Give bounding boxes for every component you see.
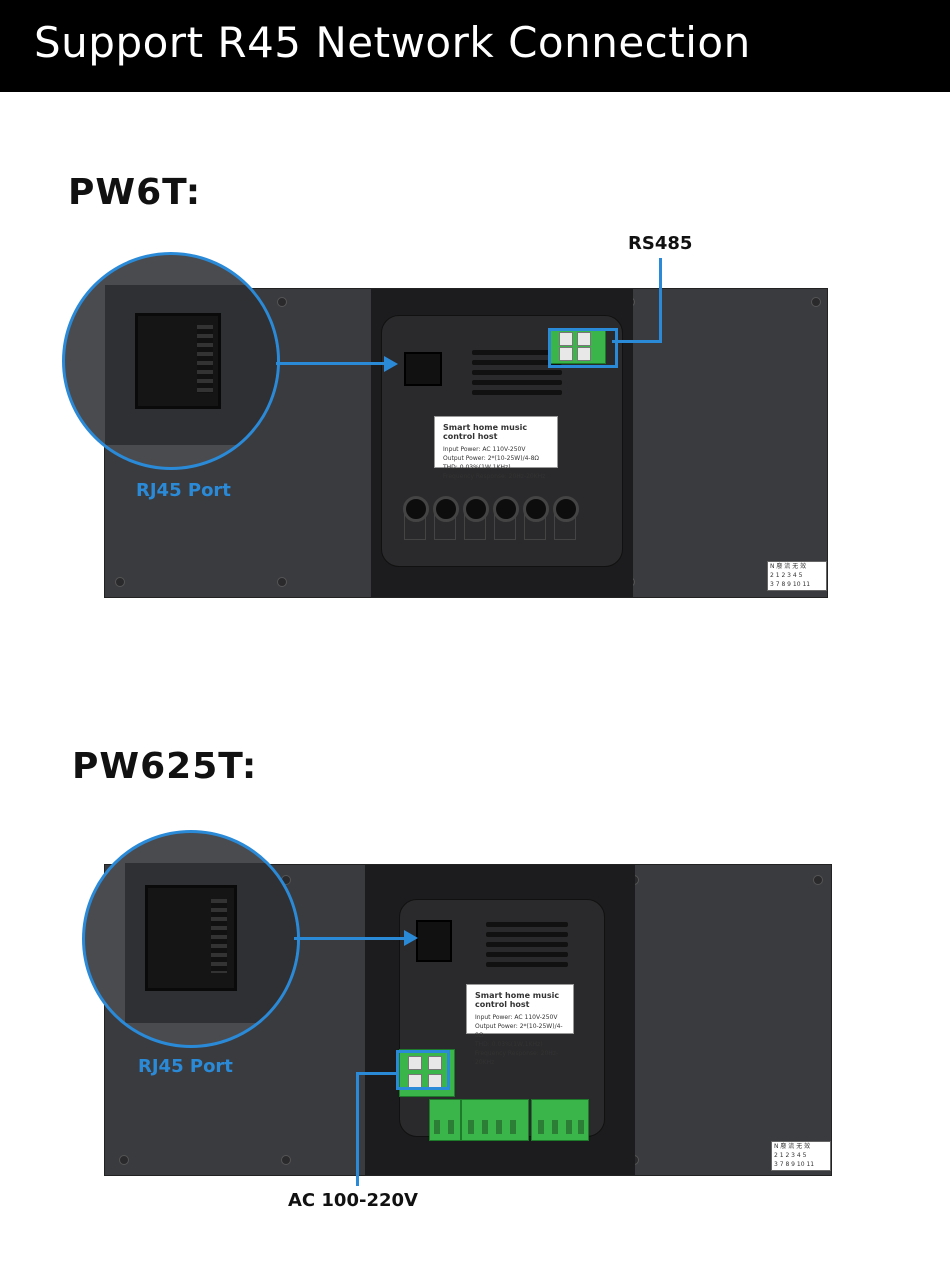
vent-slot: [486, 962, 568, 967]
pw6t-spec-sticker: Smart home music control host Input Powe…: [434, 416, 558, 480]
speaker-jack: [553, 496, 579, 522]
terminal-slot: [510, 1120, 516, 1134]
pw625t-ac-line: [356, 1072, 359, 1186]
vent-slot: [486, 922, 568, 927]
screw: [277, 297, 287, 307]
pw625t-speaker-terminal: [461, 1099, 529, 1141]
pw625t-ac-label: AC 100-220V: [288, 1190, 418, 1211]
sticker-title: Smart home music control host: [443, 423, 528, 441]
sticker-title: Smart home music control host: [475, 991, 560, 1009]
terminal-slot: [566, 1120, 572, 1134]
terminal-screw: [408, 1056, 422, 1070]
sticker-line: THD: 0.03%(1W,1KHz): [475, 1041, 543, 1048]
tag-row: 2 1 2 3 4 5: [774, 1152, 807, 1159]
pw6t-back-box: Smart home music control host Input Powe…: [371, 289, 633, 597]
tag-row: N 廢 流 无 效: [770, 563, 807, 570]
pw625t-model-tag: N 廢 流 无 效 2 1 2 3 4 5 3 7 8 9 10 11: [771, 1141, 831, 1171]
pw6t-device: Smart home music control host Input Powe…: [104, 288, 828, 598]
pw625t-rj45-label: RJ45 Port: [138, 1056, 233, 1077]
vent-slot: [472, 360, 562, 365]
pw6t-rs485-highlight: [548, 328, 618, 368]
pw6t-rj45-label: RJ45 Port: [136, 480, 231, 501]
screw: [119, 1155, 129, 1165]
terminal-screw: [559, 332, 573, 346]
tag-row: 2 1 2 3 4 5: [770, 572, 803, 579]
screw: [115, 577, 125, 587]
terminal-slot: [496, 1120, 502, 1134]
pw6t-housing: Smart home music control host Input Powe…: [381, 315, 623, 567]
vent-slot: [486, 952, 568, 957]
terminal-screw: [577, 347, 591, 361]
pw625t-rj45-socket: [416, 920, 452, 962]
vent-slot: [472, 390, 562, 395]
screw: [281, 1155, 291, 1165]
terminal-screw: [428, 1056, 442, 1070]
speaker-jack: [493, 496, 519, 522]
pw625t-speaker-terminal: [429, 1099, 461, 1141]
pw625t-housing: Smart home music control host Input Powe…: [399, 899, 605, 1137]
speaker-jack: [403, 496, 429, 522]
sticker-line: Output Power: 2*(10-25W)/4-8Ω: [475, 1023, 563, 1039]
terminal-slot: [538, 1120, 544, 1134]
terminal-screw: [577, 332, 591, 346]
pw625t-ac-highlight: [396, 1050, 450, 1090]
zoom-rj45-pins: [211, 899, 227, 973]
sticker-line: Input Power: AC 110V-250V: [475, 1014, 558, 1021]
pw6t-rs485-line: [659, 258, 662, 343]
screw: [813, 875, 823, 885]
terminal-screw: [559, 347, 573, 361]
sticker-line: THD: 0.03%(1W,1KHz): [443, 464, 511, 471]
arrow-head-icon: [404, 930, 418, 946]
sticker-line: Output Power: 2*(10-25W)/4-8Ω: [443, 455, 539, 462]
speaker-jack: [463, 496, 489, 522]
terminal-slot: [434, 1120, 440, 1134]
pw625t-spec-sticker: Smart home music control host Input Powe…: [466, 984, 574, 1066]
pw625t-rj45-zoom: [82, 830, 300, 1048]
sticker-line: Input Power: AC 110V-250V: [443, 446, 526, 453]
pw625t-rj45-arrow-line: [294, 937, 406, 940]
vent-slot: [472, 380, 562, 385]
pw625t-speaker-terminal: [531, 1099, 589, 1141]
pw6t-rs485-label: RS485: [628, 233, 693, 254]
tag-row: 3 7 8 9 10 11: [770, 581, 811, 588]
banner: Support R45 Network Connection: [0, 0, 950, 92]
pw6t-title: PW6T:: [68, 172, 202, 213]
speaker-jack: [433, 496, 459, 522]
screw: [277, 577, 287, 587]
pw625t-back-box: Smart home music control host Input Powe…: [365, 865, 635, 1175]
terminal-slot: [448, 1120, 454, 1134]
sticker-line: Frequency Response: 20Hz-20KHz: [443, 473, 546, 480]
terminal-slot: [552, 1120, 558, 1134]
screw: [811, 297, 821, 307]
pw625t-ac-line: [358, 1072, 398, 1075]
pw6t-model-tag: N 廢 流 无 效 2 1 2 3 4 5 3 7 8 9 10 11: [767, 561, 827, 591]
terminal-slot: [468, 1120, 474, 1134]
tag-row: N 廢 流 无 效: [774, 1143, 811, 1150]
terminal-slot: [482, 1120, 488, 1134]
speaker-jack: [523, 496, 549, 522]
pw6t-rj45-zoom: [62, 252, 280, 470]
arrow-head-icon: [384, 356, 398, 372]
pw6t-rj45-socket: [404, 352, 442, 386]
pw6t-rs485-terminal: [550, 328, 606, 364]
terminal-slot: [578, 1120, 584, 1134]
banner-title: Support R45 Network Connection: [34, 18, 751, 67]
tag-row: 3 7 8 9 10 11: [774, 1161, 815, 1168]
pw6t-rs485-line: [612, 340, 662, 343]
vent-slot: [486, 932, 568, 937]
vent-slot: [486, 942, 568, 947]
pw625t-title: PW625T:: [72, 746, 258, 787]
zoom-rj45-pins: [197, 325, 213, 393]
pw6t-rj45-arrow-line: [276, 362, 384, 365]
vent-slot: [472, 350, 562, 355]
sticker-line: Frequency Response: 20Hz-20KHz: [475, 1050, 559, 1066]
vent-slot: [472, 370, 562, 375]
